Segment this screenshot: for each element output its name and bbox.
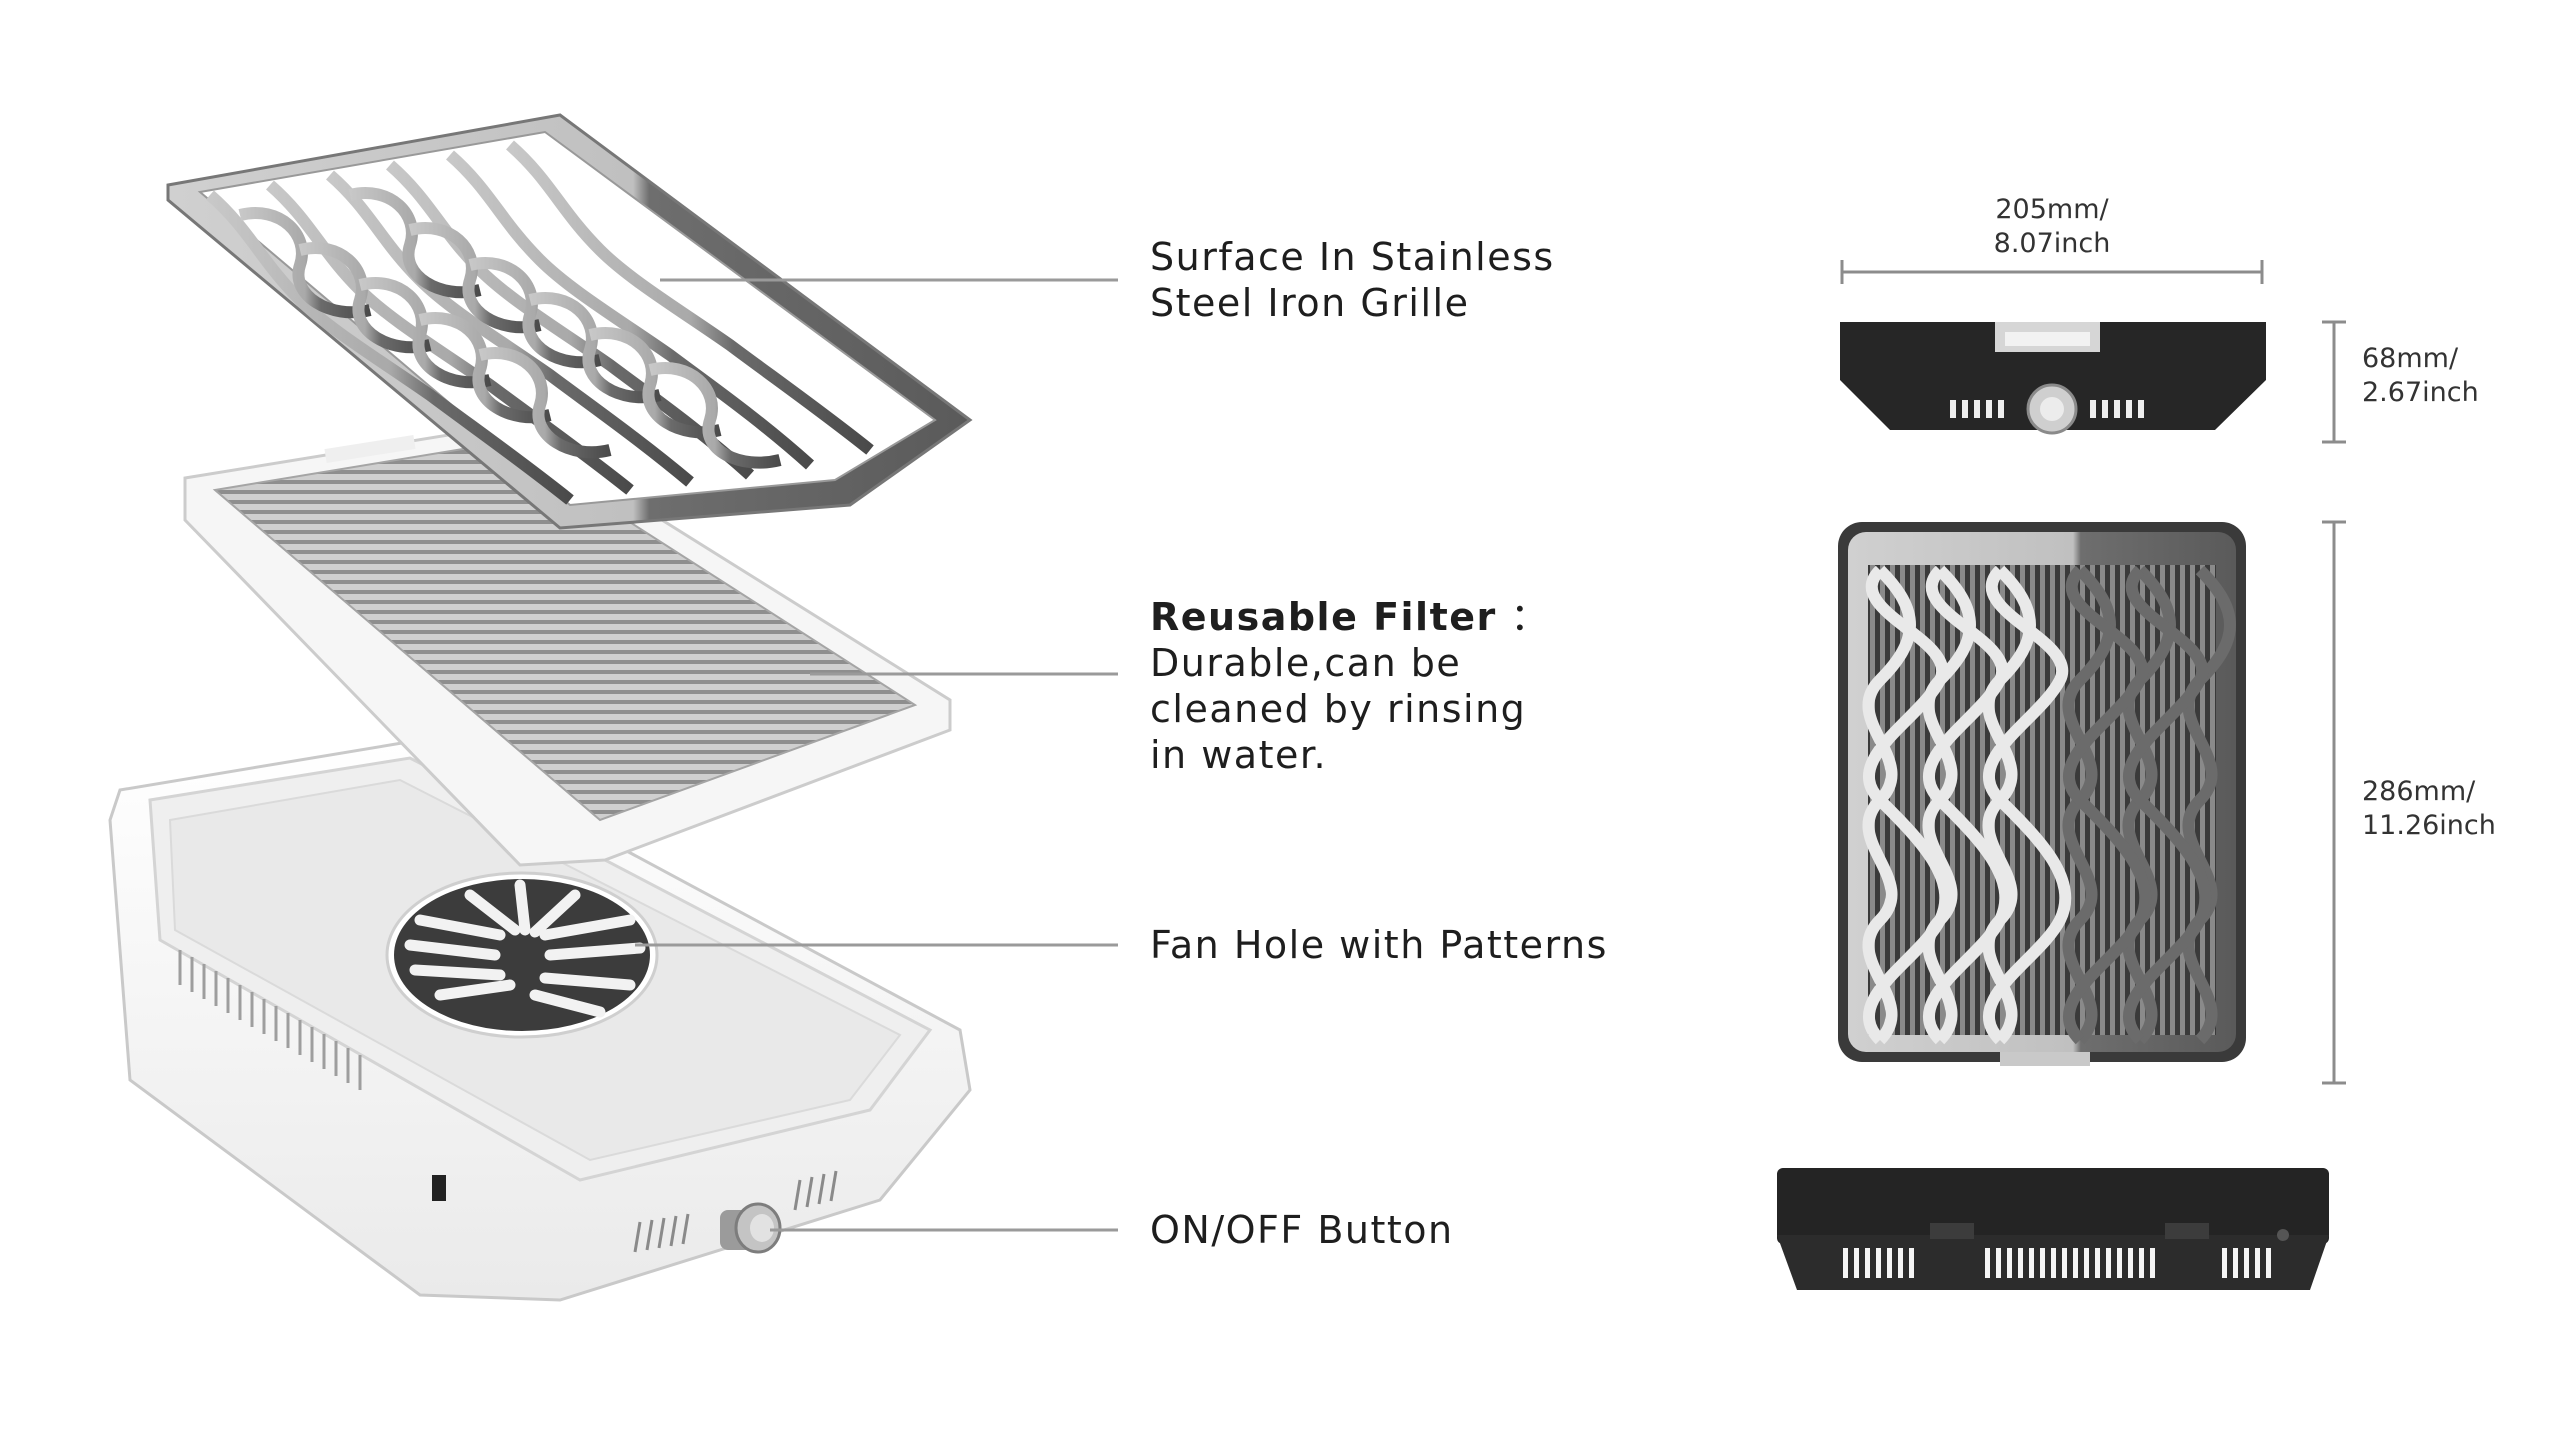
button-callout: ON/OFF Button (1150, 1207, 1454, 1253)
vent-slot (2018, 1248, 2023, 1278)
filter-callout: Reusable Filter ： Durable,can be cleaned… (1150, 594, 1550, 778)
vent-slot (2244, 1248, 2249, 1278)
vent-slot (2139, 1248, 2144, 1278)
vent-slot (2073, 1248, 2078, 1278)
vent-slot (1898, 1248, 1903, 1278)
fan-hole-icon (385, 871, 659, 1039)
height-dimension-line (2322, 320, 2346, 444)
vent-slot (2051, 1248, 2056, 1278)
height-dimension-label: 68mm/ 2.67inch (2362, 342, 2479, 410)
vent-slot (2062, 1248, 2067, 1278)
vent-slot (2095, 1248, 2100, 1278)
vent-slot (1909, 1248, 1914, 1278)
width-mm: 205mm/ (1995, 194, 2109, 225)
length-mm: 286mm/ (2362, 776, 2476, 807)
width-inch: 8.07inch (1993, 228, 2111, 259)
vent-slot (1996, 1248, 2001, 1278)
length-dimension-line (2322, 520, 2346, 1085)
height-inch: 2.67inch (2362, 377, 2479, 408)
width-dimension-line (1840, 260, 2264, 284)
on-off-knob-icon (720, 1202, 782, 1254)
button-callout-line-1: ON/OFF Button (1150, 1208, 1454, 1252)
vent-slot (2222, 1248, 2227, 1278)
vent-slot (1854, 1248, 1859, 1278)
height-mm: 68mm/ (2362, 343, 2459, 374)
grille-callout-line-2: Steel Iron Grille (1150, 281, 1470, 325)
vent-slot (2128, 1248, 2133, 1278)
vent-slot (2029, 1248, 2034, 1278)
vent-slot (1843, 1248, 1848, 1278)
vent-slot (1985, 1248, 1990, 1278)
vent-slot (1876, 1248, 1881, 1278)
filter-callout-separator: ： (1510, 595, 1550, 639)
vent-slot (2040, 1248, 2045, 1278)
vent-slot (2150, 1248, 2155, 1278)
filter-callout-line-1: Durable,can be (1150, 641, 1462, 685)
grille-callout: Surface In Stainless Steel Iron Grille (1150, 234, 1555, 326)
front-view (1840, 322, 2266, 435)
grille-callout-line-1: Surface In Stainless (1150, 235, 1555, 279)
fan-callout-line-1: Fan Hole with Patterns (1150, 923, 1608, 967)
filter-callout-title: Reusable Filter (1150, 595, 1497, 639)
vent-slot (2266, 1248, 2271, 1278)
top-view (1838, 522, 2246, 1066)
filter-callout-title-row: Reusable Filter ： (1150, 594, 1550, 640)
fan-callout: Fan Hole with Patterns (1150, 922, 1608, 968)
width-dimension-label: 205mm/ 8.07inch (1952, 193, 2152, 261)
vent-slot (1887, 1248, 1892, 1278)
vent-slot (2007, 1248, 2012, 1278)
vent-slot (2106, 1248, 2111, 1278)
length-dimension-label: 286mm/ 11.26inch (2362, 775, 2496, 843)
vent-slot (2084, 1248, 2089, 1278)
steel-grille (166, 113, 973, 530)
vent-slot (2255, 1248, 2260, 1278)
side-view (1777, 1168, 2329, 1290)
vent-slot (2117, 1248, 2122, 1278)
length-inch: 11.26inch (2362, 810, 2496, 841)
leader-lines (635, 278, 1118, 1232)
filter-callout-line-3: in water. (1150, 733, 1328, 777)
vent-slot (2233, 1248, 2238, 1278)
filter-callout-line-2: cleaned by rinsing (1150, 687, 1527, 731)
vent-slot (1865, 1248, 1870, 1278)
